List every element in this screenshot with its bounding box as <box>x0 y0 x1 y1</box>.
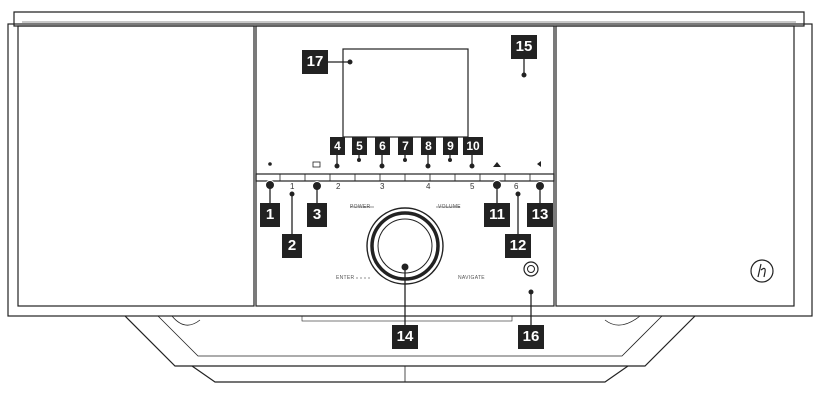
preset-label-1: 1 <box>290 182 295 191</box>
callout-2: 2 <box>282 234 302 258</box>
power-icon <box>268 162 272 166</box>
stand-foot <box>191 365 629 383</box>
stand-outer <box>124 315 696 367</box>
home-icon <box>493 162 501 167</box>
hama-logo-icon <box>750 259 774 283</box>
top-lid <box>13 11 805 27</box>
callout-4: 4 <box>330 137 345 155</box>
navigate-caption: NAVIGATE <box>458 275 485 281</box>
preset-label-4: 4 <box>426 182 431 191</box>
callout-17: 17 <box>302 50 328 74</box>
callout-15: 15 <box>511 35 537 59</box>
callout-6: 6 <box>375 137 390 155</box>
callout-5: 5 <box>352 137 367 155</box>
callout-12: 12 <box>505 234 531 258</box>
enter-caption: ENTER <box>336 275 355 281</box>
preset-label-6: 6 <box>514 182 519 191</box>
preset-label-5: 5 <box>470 182 475 191</box>
callout-8: 8 <box>421 137 436 155</box>
callout-3: 3 <box>307 203 327 227</box>
menu-icon <box>312 161 321 168</box>
callout-13: 13 <box>527 203 553 227</box>
headphone-jack <box>523 261 539 277</box>
display-screen <box>342 48 469 138</box>
callout-16: 16 <box>518 325 544 349</box>
back-icon <box>537 161 541 167</box>
volume-caption: VOLUME <box>438 204 461 210</box>
preset-label-3: 3 <box>380 182 385 191</box>
preset-label-2: 2 <box>336 182 341 191</box>
left-speaker-panel <box>17 25 255 307</box>
callout-14: 14 <box>392 325 418 349</box>
power-caption: POWER <box>350 204 371 210</box>
callout-1: 1 <box>260 203 280 227</box>
callout-9: 9 <box>443 137 458 155</box>
callout-10: 10 <box>463 137 483 155</box>
right-speaker-panel <box>555 25 795 307</box>
callout-7: 7 <box>398 137 413 155</box>
callout-11: 11 <box>484 203 510 227</box>
